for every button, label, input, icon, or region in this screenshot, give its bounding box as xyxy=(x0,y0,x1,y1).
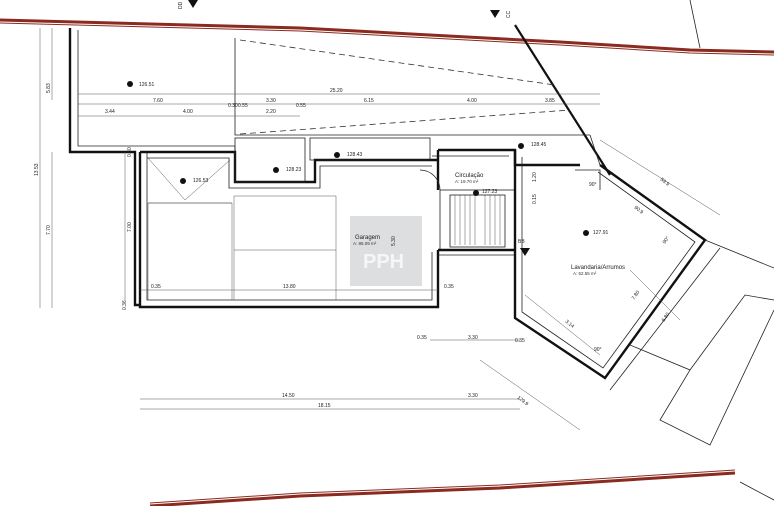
dim-circ-0: 1.20 xyxy=(532,172,538,182)
dim-diag-2: 7.80 xyxy=(631,290,642,302)
dim-top-3: 3.30 xyxy=(266,98,276,104)
dim-mid-1: 4.00 xyxy=(183,109,193,115)
dim-right-2: 0.35 xyxy=(515,338,525,344)
dim-top-7: 3.85 xyxy=(545,98,555,104)
dim-garage-left: 0.35 xyxy=(151,284,161,290)
dim-garage-right: 0.35 xyxy=(444,284,454,290)
dim-bottom-total: 18.15 xyxy=(318,403,331,409)
room-area-garagem: A: 86.09 m² xyxy=(353,241,377,246)
dim-mid-2: 2.20 xyxy=(266,109,276,115)
dimension-lines xyxy=(39,28,721,431)
dim-diag-0: 59.9 xyxy=(659,177,671,188)
garage-walls xyxy=(138,137,440,309)
dim-top-6: 4.00 xyxy=(467,98,477,104)
dim-garage-height: 5.30 xyxy=(391,236,397,246)
labels: DD CC BB Garagem A: 86.09 m² Circulação … xyxy=(34,1,671,409)
dim-diag-6: 90° xyxy=(594,347,602,353)
dim-mid-0: 3.44 xyxy=(105,109,115,115)
section-line-cc xyxy=(514,24,611,176)
dim-left-lower: 7.70 xyxy=(46,225,52,235)
dim-diag-8: 90° xyxy=(589,182,597,188)
dim-inner-030: 0.30 xyxy=(127,147,133,157)
dim-diag-4: 6.80 xyxy=(661,312,672,324)
section-marker-bb-icon xyxy=(520,248,530,256)
dim-top-1: 0.30 xyxy=(228,103,238,109)
dim-top-4: 0.55 xyxy=(296,103,306,109)
dim-circ-1: 0.15 xyxy=(532,194,538,204)
level-label-4: 128.43 xyxy=(347,152,363,158)
section-label-dd: DD xyxy=(178,1,184,9)
room-name-lavandaria: Lavandaria/Arrumos xyxy=(571,265,625,271)
laundry-walls xyxy=(513,134,707,380)
stairs xyxy=(449,194,506,248)
dim-diag-1: 90.9 xyxy=(633,205,645,216)
circulation-walls xyxy=(419,148,601,256)
watermark-text: PPH xyxy=(363,251,404,273)
dim-garage-mid: 13.80 xyxy=(283,284,296,290)
level-label-7: 127.91 xyxy=(593,230,609,236)
dim-top-total: 25.20 xyxy=(330,88,343,94)
dim-diag-3: 3.14 xyxy=(564,319,576,330)
dim-diag-5: 90° xyxy=(662,236,671,246)
level-markers xyxy=(127,81,589,236)
room-name-circulacao: Circulação xyxy=(455,173,484,179)
level-label-3: 128.23 xyxy=(286,167,302,173)
level-label-2: 126.53 xyxy=(193,178,209,184)
dim-inner-036: 0.36 xyxy=(122,300,128,310)
level-label-6: 127.23 xyxy=(482,189,498,195)
dim-left-total: 13.53 xyxy=(34,163,40,176)
dim-bottom-1: 3.30 xyxy=(468,393,478,399)
dim-top-2: 0.55 xyxy=(238,103,248,109)
section-label-cc: CC xyxy=(506,10,512,18)
dim-left-upper: 5.83 xyxy=(46,83,52,93)
dim-bottom-0: 14.50 xyxy=(282,393,295,399)
level-label-5: 128.45 xyxy=(531,142,547,148)
dim-diag-7: 129.9 xyxy=(516,395,530,408)
level-label-1: 126.51 xyxy=(139,82,155,88)
dim-top-0: 7.60 xyxy=(153,98,163,104)
room-name-garagem: Garagem xyxy=(355,235,380,241)
section-marker-dd-icon xyxy=(188,0,198,8)
watermark-logo xyxy=(350,216,422,286)
dim-right-0: 0.35 xyxy=(417,335,427,341)
dim-top-5: 6.15 xyxy=(364,98,374,104)
room-area-lavandaria: A: 52.55 m² xyxy=(573,271,597,276)
dim-inner-7: 7.00 xyxy=(127,222,133,232)
room-area-circulacao: A: 19.70 m² xyxy=(455,179,479,184)
terrain-blocks xyxy=(609,239,774,446)
section-label-bb: BB xyxy=(518,239,525,245)
dim-right-1: 3.30 xyxy=(468,335,478,341)
section-marker-cc-icon xyxy=(490,10,500,18)
